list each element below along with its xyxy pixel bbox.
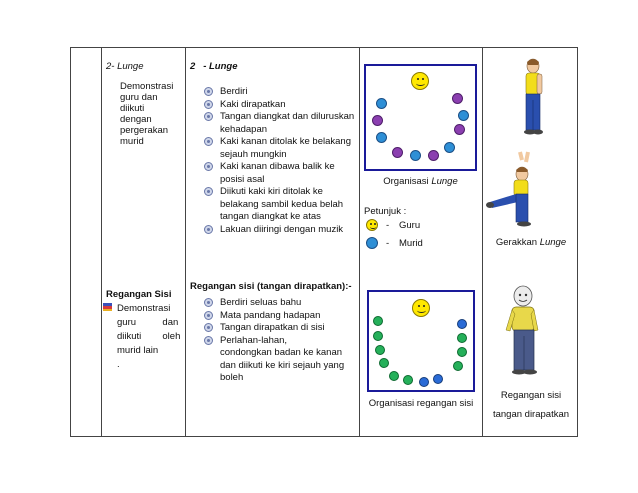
regangan-formation-diagram [367, 290, 475, 392]
list-item: Berdiri seluas bahu [204, 297, 356, 310]
student-face-icon [376, 98, 387, 109]
student-face-icon [373, 316, 383, 326]
list-item: Kaki kanan dibawa balik ke posisi asal [204, 161, 355, 186]
col2-regangan-heading: Regangan sisi (tangan dirapatkan):- [190, 281, 352, 292]
student-face-icon [457, 319, 467, 329]
bullet-icon [204, 137, 213, 146]
list-item: Diikuti kaki kiri ditolak ke belakang sa… [204, 186, 355, 224]
col1-regangan-block: Regangan Sisi Demonstrasi guru dan diiku… [103, 289, 182, 372]
bullet-icon [204, 99, 213, 109]
student-face-icon [389, 371, 399, 381]
col1-lunge-block: 2- Lunge Demonstrasi guru dan diikuti de… [106, 61, 182, 147]
legend: - Guru - Murid [366, 219, 476, 253]
teacher-face-icon [366, 219, 378, 231]
caption-line: tangan dirapatkan [492, 409, 570, 420]
list-item: Perlahan-lahan, condongkan badan ke kana… [204, 335, 356, 385]
table-divider-1 [101, 47, 102, 436]
col1-lunge-line: Demonstrasi [120, 81, 174, 92]
col1-regangan-heading: Regangan Sisi [106, 289, 172, 300]
standing-figure-illustration [500, 56, 560, 136]
col1-lunge-line: guru dan [120, 92, 158, 103]
legend-guru-label: Guru [399, 220, 421, 231]
student-face-icon [410, 150, 421, 161]
col2-regangan-list: Berdiri seluas bahu Mata pandang hadapan… [204, 297, 356, 385]
student-face-icon [444, 142, 455, 153]
legend-dash: - [386, 220, 390, 231]
student-face-icon [372, 115, 383, 126]
list-item: Kaki dirapatkan [204, 99, 355, 112]
student-face-icon [428, 150, 439, 161]
bullet-icon [204, 335, 213, 345]
caption-line: Regangan sisi [500, 390, 562, 401]
lunge-figure-illustration [486, 150, 576, 230]
col2-lunge-list: Berdiri Kaki dirapatkan Tangan diangkat … [204, 86, 355, 236]
bullet-icon [204, 112, 213, 121]
col1-regangan-line: guru dan [117, 317, 179, 328]
student-face-icon [453, 361, 463, 371]
teacher-face-icon [411, 72, 429, 90]
student-face-icon [419, 377, 429, 387]
student-face-icon [375, 345, 385, 355]
bullet-icon [204, 87, 213, 96]
bullet-icon [204, 298, 213, 307]
student-face-icon [392, 147, 403, 158]
bullet-icon [204, 310, 213, 320]
org-lunge-caption: Organisasi Lunge [383, 176, 458, 187]
student-face-icon [366, 237, 378, 249]
list-item: Kaki kanan ditolak ke belakang sejauh mu… [204, 136, 355, 161]
col1-lunge-text: Demonstrasi guru dan diikuti dengan perg… [106, 81, 182, 147]
list-item: Berdiri [204, 86, 355, 99]
table-divider-4 [482, 47, 483, 436]
table-divider-2 [185, 47, 186, 436]
side-stretch-figure-illustration [496, 284, 566, 376]
petunjuk-label: Petunjuk : [364, 206, 407, 217]
col2-regangan-block: Regangan sisi (tangan dirapatkan):- Berd… [190, 281, 356, 385]
student-face-icon [379, 358, 389, 368]
legend-murid-label: Murid [399, 238, 423, 249]
student-face-icon [457, 333, 467, 343]
col1-lunge-line: dengan [120, 114, 152, 125]
student-face-icon [373, 331, 383, 341]
col1-lunge-line: diikuti [120, 103, 145, 114]
table-border-top [70, 47, 578, 48]
col1-regangan-text: Demonstrasi guru dan diikuti oleh murid … [106, 302, 182, 372]
org-regangan-caption: Organisasi regangan sisi [368, 398, 474, 409]
table-border-bottom [70, 436, 578, 437]
table-border-left [70, 47, 71, 436]
col1-regangan-line: diikuti oleh [117, 331, 181, 342]
student-face-icon [403, 375, 413, 385]
col2-lunge-block: 2 - Lunge Berdiri Kaki dirapatkan Tangan… [190, 61, 355, 236]
flag-bullet-icon [103, 303, 112, 311]
col1-lunge-heading: 2- Lunge [106, 61, 144, 72]
col1-lunge-line: murid [120, 136, 144, 147]
lunge-formation-diagram [364, 64, 477, 171]
list-item: Tangan diangkat dan diluruskan kehadapan [204, 111, 355, 136]
list-item: Lakuan diiringi dengan muzik [204, 224, 355, 237]
teacher-face-icon [412, 299, 430, 317]
col1-regangan-line: murid lain [117, 345, 159, 356]
bullet-icon [204, 224, 213, 234]
list-item: Mata pandang hadapan [204, 310, 356, 323]
col1-regangan-line: Demonstrasi [117, 303, 171, 314]
student-face-icon [454, 124, 465, 135]
list-item: Tangan dirapatkan di sisi [204, 322, 356, 335]
student-face-icon [457, 347, 467, 357]
table-divider-3 [359, 47, 360, 436]
gerakan-lunge-caption: Gerakkan Lunge [495, 237, 567, 248]
bullet-icon [204, 323, 213, 332]
student-face-icon [458, 110, 469, 121]
student-face-icon [452, 93, 463, 104]
bullet-icon [204, 187, 213, 196]
student-face-icon [376, 132, 387, 143]
legend-dash: - [386, 238, 390, 249]
col1-regangan-line: . [117, 359, 120, 370]
regangan-figure-caption: Regangan sisi tangan dirapatkan [486, 386, 576, 424]
col1-lunge-line: pergerakan [120, 125, 169, 136]
student-face-icon [433, 374, 443, 384]
col2-lunge-heading: 2 - Lunge [190, 61, 238, 72]
table-border-right [577, 47, 578, 436]
bullet-icon [204, 162, 213, 171]
